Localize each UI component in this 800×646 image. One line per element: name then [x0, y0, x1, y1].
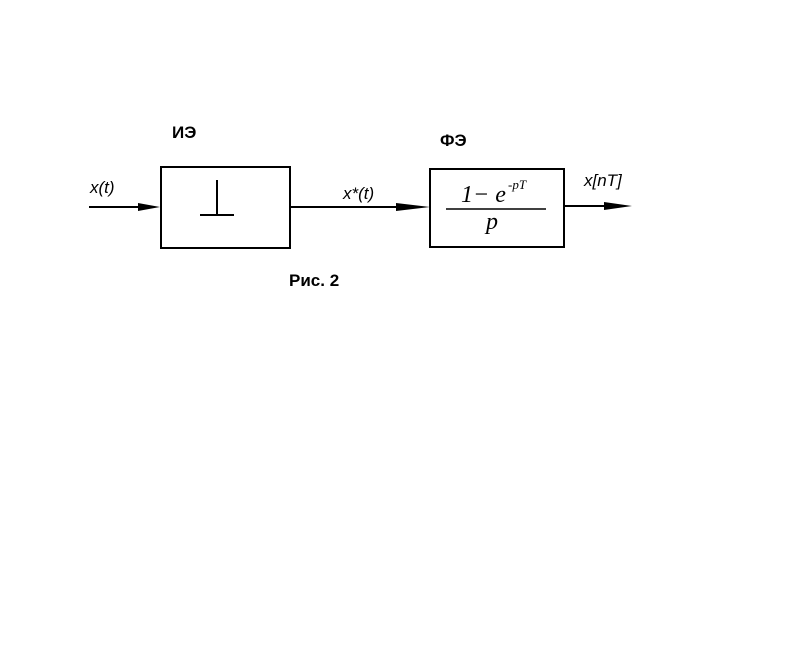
- figure-caption: Рис. 2: [289, 271, 339, 290]
- output-signal-label: x[nT]: [583, 171, 623, 190]
- middle-signal-label: x*(t): [342, 184, 374, 203]
- tf-denominator: p: [484, 209, 498, 235]
- block2-title: ФЭ: [440, 131, 467, 150]
- impulse-element-block: [160, 166, 291, 249]
- impulse-symbol: [200, 180, 234, 216]
- tf-numerator: 1− e: [461, 182, 506, 208]
- output-arrowhead: [604, 202, 632, 210]
- middle-arrowhead: [396, 203, 430, 211]
- transfer-function: 1− e -pT p: [446, 177, 546, 235]
- input-signal-label: x(t): [89, 178, 115, 197]
- tf-numerator-exponent: -pT: [508, 177, 527, 192]
- input-arrowhead: [138, 203, 160, 211]
- block1-title: ИЭ: [172, 123, 196, 142]
- forming-element-block: [429, 168, 565, 248]
